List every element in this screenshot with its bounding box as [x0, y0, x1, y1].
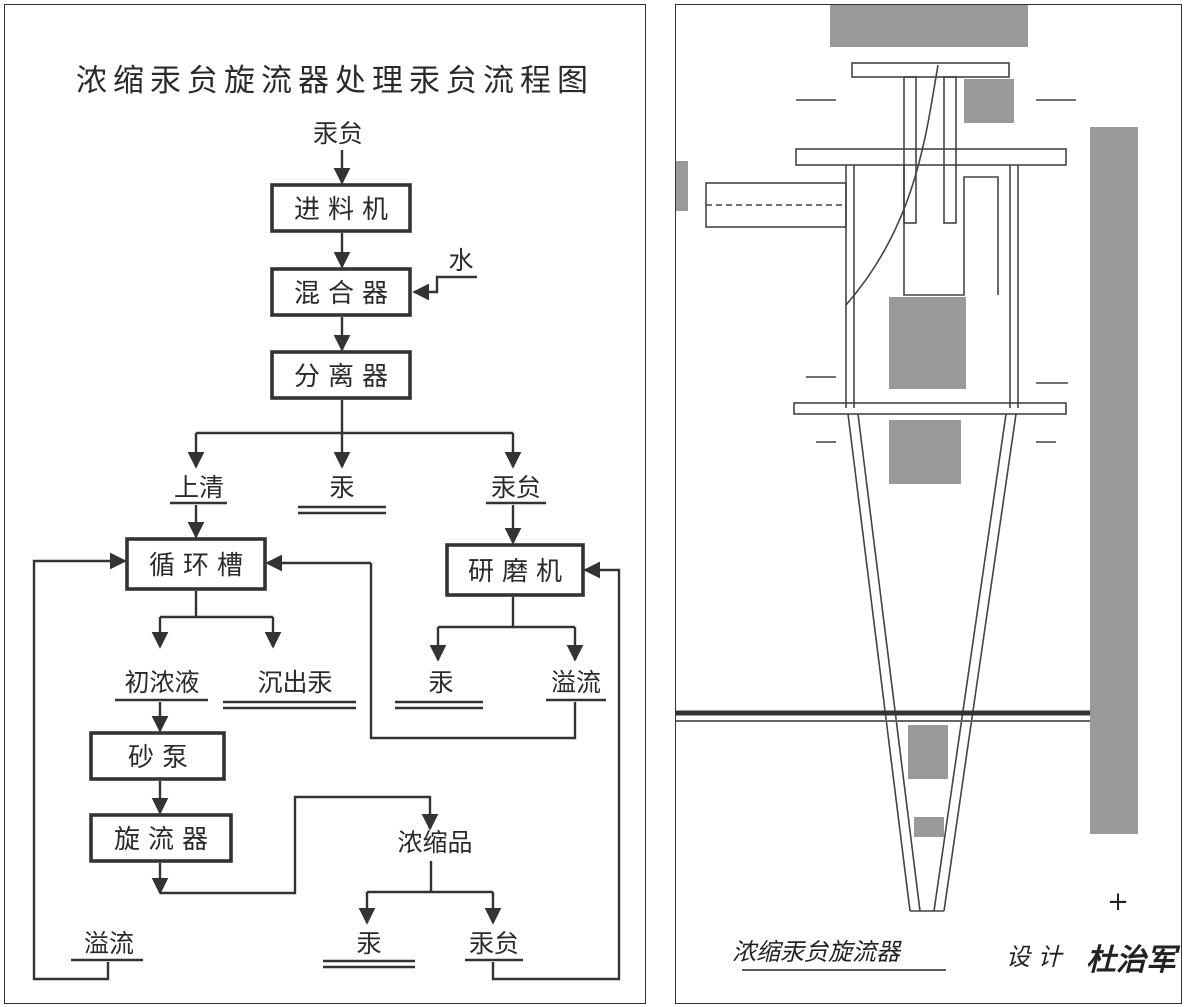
precip-mercury-label: 沉出汞 [257, 668, 332, 697]
flowchart-canvas: 浓缩汞贠旋流器处理汞贠流程图 汞贠 进料机 混合器 水 分离器 上清 汞 汞贠 … [32, 63, 621, 981]
initial-conc-label: 初浓液 [124, 668, 199, 697]
return-overflow-1 [369, 563, 577, 740]
mixer-box [270, 267, 412, 317]
grinder-box [445, 543, 585, 597]
sand-pump-label: 砂泵 [128, 743, 196, 773]
mixer-label: 混合器 [294, 279, 396, 309]
cone-left [847, 413, 911, 912]
vortex-finder [903, 165, 999, 296]
mercury-3-label: 汞 [356, 929, 381, 958]
redaction-block-1 [964, 79, 1014, 123]
designer-label: 设 计 [1006, 943, 1065, 971]
lower-flange [793, 402, 1067, 415]
return-ore-2 [491, 561, 621, 981]
redaction-block-left [676, 161, 688, 211]
signature: 杜治军 [1086, 943, 1181, 978]
feeder-label: 进料机 [294, 195, 396, 225]
cone-left-inner [857, 413, 921, 912]
cyclone-drawing-panel: + 浓缩汞贠旋流器 设 计 杜治军 [675, 4, 1182, 1004]
return-overflow-2 [32, 552, 127, 981]
circ-tank-label: 循环槽 [149, 551, 251, 581]
arrow-cyclone-concentrate [160, 795, 439, 895]
concentrate-label: 浓缩品 [397, 828, 472, 857]
flowchart-panel: 浓缩汞贠旋流器处理汞贠流程图 汞贠 进料机 混合器 水 分离器 上清 汞 汞贠 … [4, 4, 646, 1004]
ore-2-label: 汞贠 [469, 929, 519, 958]
water-label: 水 [448, 246, 473, 275]
flowchart-title: 浓缩汞贠旋流器处理汞贠流程图 [76, 63, 594, 99]
supernatant-label: 上清 [174, 473, 224, 502]
input-label: 汞贠 [313, 119, 363, 148]
overflow-1-label: 溢流 [551, 668, 601, 697]
ore-1-label: 汞贠 [491, 473, 541, 502]
cyclone-box [89, 813, 233, 863]
cone-right-inner [933, 413, 1007, 912]
redaction-bar-right [1090, 127, 1138, 834]
drawing-caption: 浓缩汞贠旋流器 [732, 938, 902, 966]
circ-tank-box [125, 537, 267, 591]
top-flange [851, 62, 1010, 78]
mercury-2-label: 汞 [428, 668, 453, 697]
mercury-1-label: 汞 [329, 473, 354, 502]
separator-box [270, 350, 412, 400]
overflow-pipe-right [943, 76, 957, 224]
redaction-block-2 [889, 297, 966, 389]
feeder-box [270, 183, 412, 233]
overflow-2-label: 溢流 [84, 929, 134, 958]
cyclone-label: 旋流器 [114, 825, 216, 855]
cone-right [943, 413, 1017, 912]
inlet-curve [845, 64, 939, 306]
mid-flange [795, 148, 1067, 166]
arrow-water-mixer [412, 275, 477, 301]
sand-pump-box [89, 731, 226, 781]
redaction-block-top [830, 5, 1028, 47]
plus-marker: + [1107, 887, 1129, 917]
redaction-block-5 [914, 817, 944, 837]
redaction-block-3 [889, 420, 961, 484]
cyclone-drawing: + 浓缩汞贠旋流器 设 计 杜治军 [676, 5, 1181, 978]
redaction-block-4 [908, 725, 948, 779]
grinder-label: 研磨机 [468, 557, 570, 587]
separator-label: 分离器 [294, 362, 396, 392]
overflow-pipe-left [903, 76, 917, 224]
